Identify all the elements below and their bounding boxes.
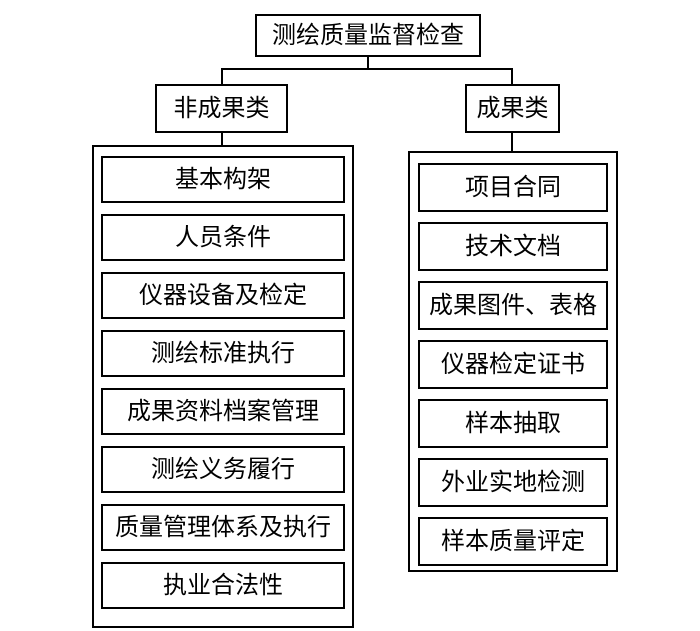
node-label: 执业合法性 [163, 572, 283, 599]
node-label: 测绘标准执行 [151, 340, 295, 367]
branch-node-result-category: 成果类 [465, 84, 560, 133]
node-label: 仪器检定证书 [441, 351, 585, 378]
node-label: 成果图件、表格 [429, 292, 597, 319]
node-personnel-conditions: 人员条件 [101, 214, 345, 261]
node-label: 基本构架 [175, 166, 271, 193]
node-label: 仪器设备及检定 [139, 282, 307, 309]
node-basic-framework: 基本构架 [101, 156, 345, 203]
branch-node-non-result-category: 非成果类 [155, 84, 288, 133]
group-non-result-items: 基本构架 人员条件 仪器设备及检定 测绘标准执行 成果资料档案管理 测绘义务履行… [92, 145, 354, 628]
node-sample-quality-assessment: 样本质量评定 [418, 517, 608, 566]
node-label: 质量管理体系及执行 [115, 514, 331, 541]
node-field-inspection: 外业实地检测 [418, 458, 608, 507]
node-surveying-obligation-performance: 测绘义务履行 [101, 446, 345, 493]
node-surveying-standards-implementation: 测绘标准执行 [101, 330, 345, 377]
group-result-items: 项目合同 技术文档 成果图件、表格 仪器检定证书 样本抽取 外业实地检测 样本质… [408, 151, 618, 572]
connector-right-group-stub [511, 133, 513, 151]
node-project-contract: 项目合同 [418, 163, 608, 212]
node-label: 技术文档 [465, 233, 561, 260]
node-label: 测绘义务履行 [151, 456, 295, 483]
root-node-label: 测绘质量监督检查 [272, 22, 464, 49]
connector-right-branch-vertical [511, 68, 513, 84]
node-label: 项目合同 [465, 174, 561, 201]
node-instrument-equipment-verification: 仪器设备及检定 [101, 272, 345, 319]
node-result-maps-tables: 成果图件、表格 [418, 281, 608, 330]
node-quality-management-system: 质量管理体系及执行 [101, 504, 345, 551]
node-label: 成果资料档案管理 [127, 398, 319, 425]
node-sample-extraction: 样本抽取 [418, 399, 608, 448]
node-label: 样本质量评定 [441, 528, 585, 555]
branch-right-label: 成果类 [476, 95, 549, 122]
connector-left-branch-vertical [221, 68, 223, 84]
node-practice-legality: 执业合法性 [101, 562, 345, 609]
node-label: 样本抽取 [465, 410, 561, 437]
connector-split-horizontal [221, 68, 513, 70]
connector-root-vertical [367, 57, 369, 68]
connector-left-group-stub [221, 133, 223, 145]
node-label: 人员条件 [175, 224, 271, 251]
branch-left-label: 非成果类 [173, 95, 270, 122]
root-node-surveying-quality-inspection: 测绘质量监督检查 [255, 14, 481, 57]
node-instrument-verification-certificate: 仪器检定证书 [418, 340, 608, 389]
node-label: 外业实地检测 [441, 469, 585, 496]
node-result-data-archive-management: 成果资料档案管理 [101, 388, 345, 435]
node-technical-documents: 技术文档 [418, 222, 608, 271]
